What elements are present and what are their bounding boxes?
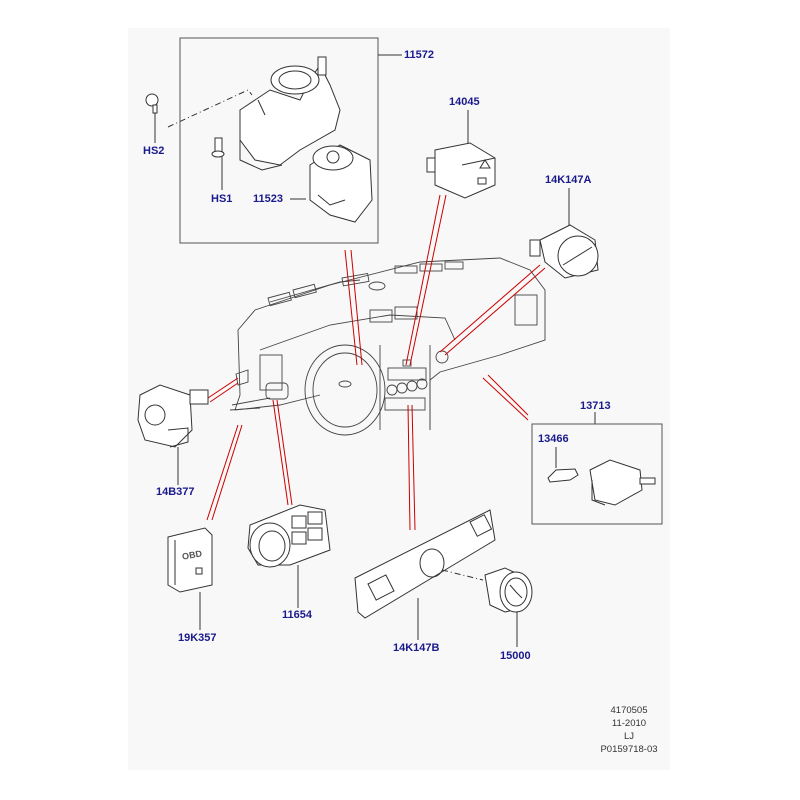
red-leader-hazard-a <box>405 194 441 366</box>
ref-number: 4170505 <box>610 705 648 716</box>
headlamp-switch-icon <box>247 504 331 568</box>
ref-initials: LJ <box>623 731 635 742</box>
drawing-reference: 4170505 11-2010 LJ P0159718-03 <box>585 704 673 756</box>
part-label-19K357: 19K357 <box>178 632 217 644</box>
part-label-14B377: 14B377 <box>156 486 195 498</box>
hazard-switch-icon <box>426 142 496 199</box>
dashdot-HS2 <box>167 89 253 128</box>
part-label-15000: 15000 <box>500 650 531 662</box>
part-label-14K147B: 14K147B <box>393 642 440 654</box>
part-label-13466: 13466 <box>538 433 569 445</box>
switch-block-icon <box>589 459 656 506</box>
red-leader-14K147A-b <box>444 267 546 356</box>
part-label-14045: 14045 <box>449 96 480 108</box>
dashboard-icon <box>229 257 546 436</box>
ref-date: 11-2010 <box>611 718 647 729</box>
centre-panel-icon <box>354 509 496 619</box>
red-leader-hazard-b <box>409 194 447 366</box>
red-leader-11654-a <box>272 399 289 506</box>
group-box-11572 <box>179 37 379 244</box>
part-label-11572: 11572 <box>404 49 434 61</box>
obd-cover-icon <box>167 527 213 593</box>
bulb-icon <box>547 468 579 483</box>
red-leader-14K147B-b <box>411 404 416 531</box>
red-leader-19K357-a <box>206 424 239 521</box>
red-leader-19K357-b <box>211 424 243 521</box>
red-leader-11654-b <box>276 399 293 506</box>
red-leader-13713-b <box>487 374 529 416</box>
red-leader-14K147A-a <box>439 264 541 353</box>
round-switch-icon <box>529 224 599 279</box>
bolt-icon <box>145 93 159 114</box>
red-leader-ignition-b <box>350 249 363 366</box>
screw-icon <box>211 137 225 158</box>
red-leader-13713-a <box>482 377 529 421</box>
part-label-HS1: HS1 <box>211 193 233 205</box>
red-leader-14K147B-a <box>407 404 411 531</box>
part-label-11654: 11654 <box>282 609 312 621</box>
part-label-14K147A: 14K147A <box>545 174 592 186</box>
red-leader-ignition-a <box>344 249 358 366</box>
part-label-11523: 11523 <box>253 193 283 205</box>
part-label-13713: 13713 <box>580 400 611 412</box>
red-leader-14B377-b <box>209 382 239 403</box>
ignition-switch-icon <box>309 144 373 223</box>
clock-icon <box>484 567 533 613</box>
dashed-link-15000 <box>441 569 484 581</box>
ref-drawing-id: P0159718-03 <box>600 744 658 755</box>
part-label-HS2: HS2 <box>143 145 165 157</box>
ignition-housing-icon <box>239 56 341 171</box>
group-box-13713 <box>531 423 663 525</box>
red-leader-14B377-a <box>207 377 239 399</box>
red-leaders <box>206 194 546 531</box>
levelling-switch-icon <box>137 384 209 448</box>
